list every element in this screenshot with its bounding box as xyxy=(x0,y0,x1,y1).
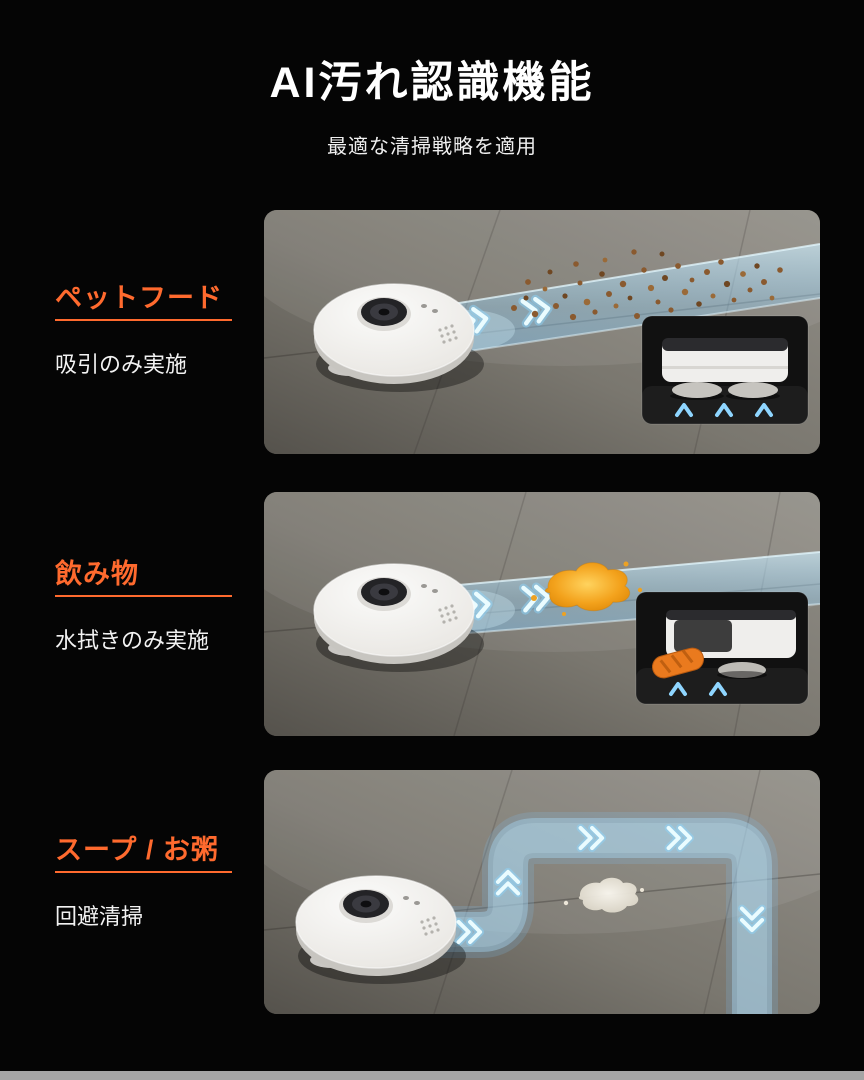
avoidance-path xyxy=(406,812,778,1014)
pet-food-scene xyxy=(264,210,820,454)
wet-brush-icon xyxy=(652,647,704,679)
section-desc-drink: 水拭きのみ実施 xyxy=(55,628,210,653)
page-title: AI汚れ認識機能 xyxy=(269,59,595,107)
page-subtitle: 最適な清掃戦略を適用 xyxy=(327,136,537,158)
section-desc-pet-food: 吸引のみ実施 xyxy=(55,352,188,377)
drink-spill xyxy=(531,561,643,616)
mop-lift-arrows-icon xyxy=(675,403,773,417)
brush-arrows-icon xyxy=(669,682,727,696)
section-underline xyxy=(55,595,232,597)
section-label-soup: スープ / お粥 xyxy=(55,835,219,865)
mop-lift-inset xyxy=(641,315,809,425)
panel-soup-image xyxy=(264,770,820,1014)
section-label-pet-food: ペットフード xyxy=(55,283,223,313)
mop-brush-inset xyxy=(635,591,809,705)
next-section-peek xyxy=(0,1071,864,1080)
panel-pet-food-image xyxy=(264,210,820,454)
pet-food-kibble xyxy=(511,249,783,321)
soup-spill xyxy=(563,877,644,913)
panel-drink-image xyxy=(264,492,820,736)
section-underline xyxy=(55,319,232,321)
section-label-drink: 飲み物 xyxy=(55,559,139,589)
drink-scene xyxy=(264,492,820,736)
section-underline xyxy=(55,871,232,873)
section-desc-soup: 回避清掃 xyxy=(55,904,144,929)
soup-scene xyxy=(264,770,820,1014)
